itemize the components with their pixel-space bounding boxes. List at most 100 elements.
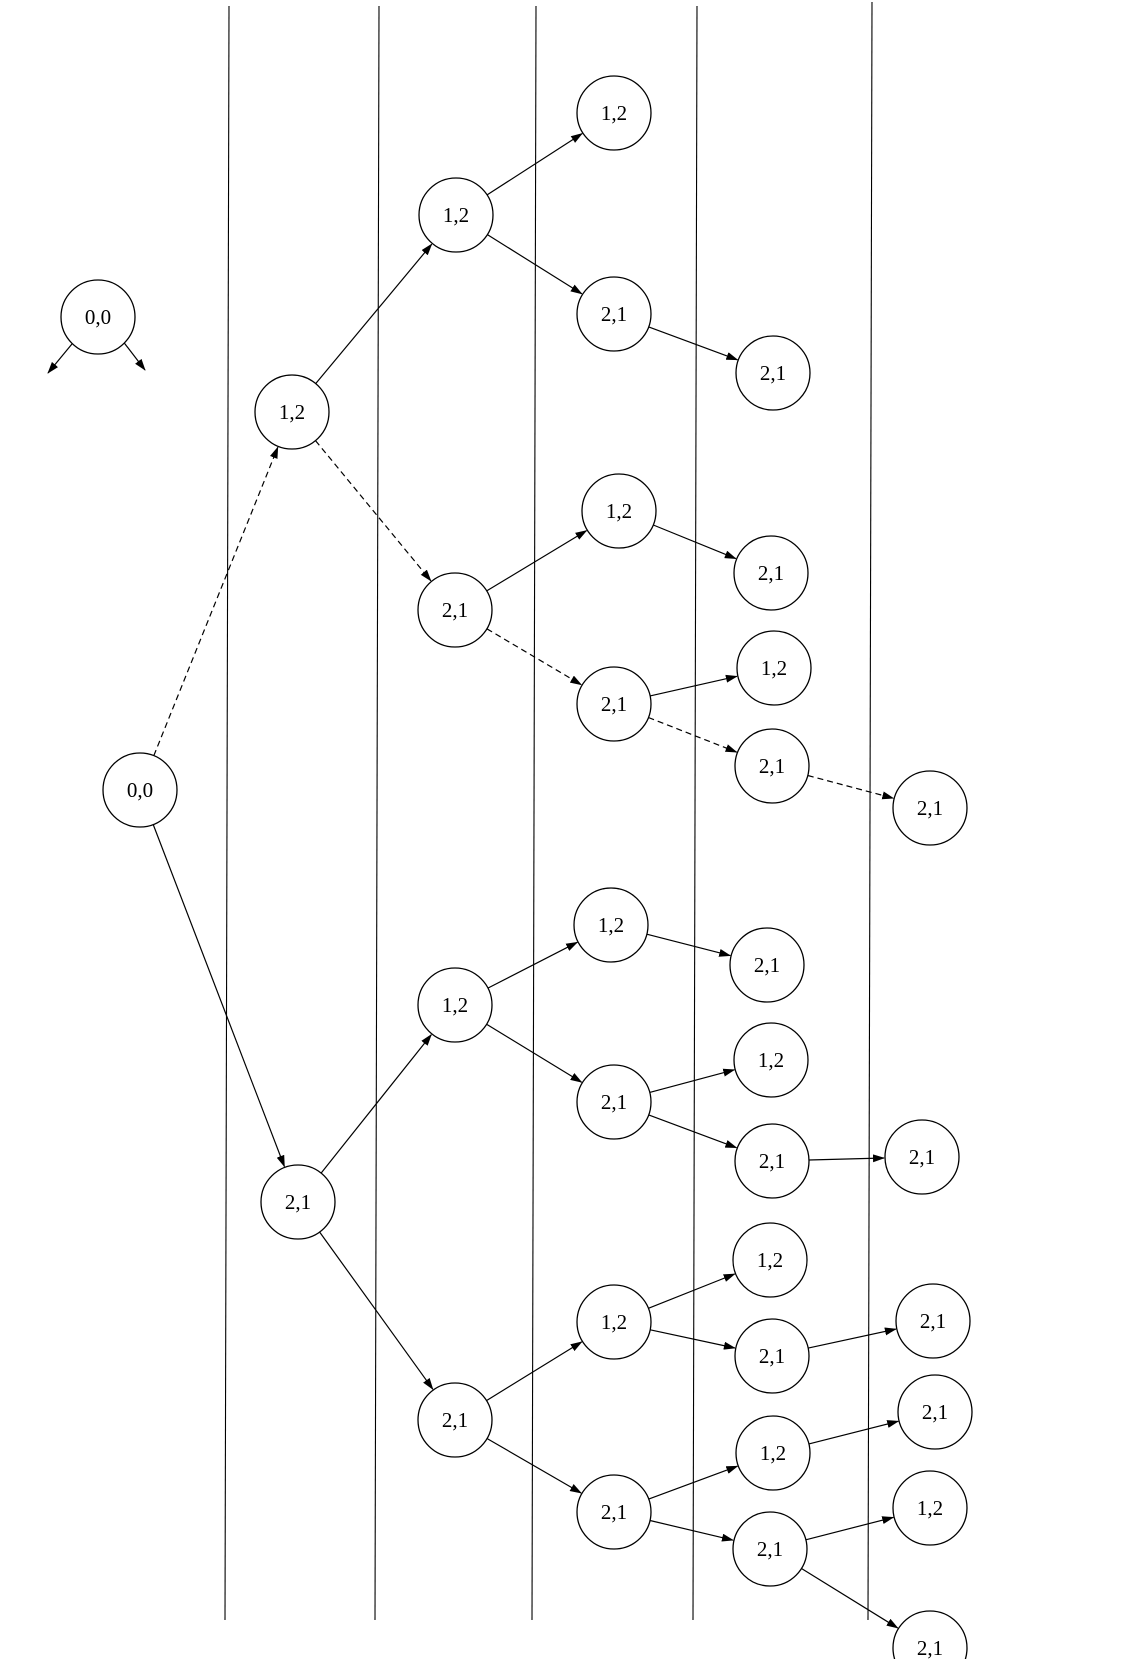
tree-node-a1: 1,2 bbox=[418, 177, 494, 253]
node-circle bbox=[733, 535, 809, 611]
column-divider-2 bbox=[374, 5, 380, 1621]
tree-node-b1b2x: 2,1 bbox=[884, 1119, 960, 1195]
node-label: 2,1 bbox=[757, 1537, 783, 1561]
edge-b1-to-b1a bbox=[487, 941, 579, 989]
tree-node-b1b1: 1,2 bbox=[733, 1022, 809, 1098]
node-label: 1,2 bbox=[598, 913, 624, 937]
node-label: 1,2 bbox=[760, 1441, 786, 1465]
edge-a-to-a2 bbox=[315, 440, 432, 582]
node-circle bbox=[576, 75, 652, 151]
node-circle bbox=[892, 1470, 968, 1546]
tree-node-a2a: 1,2 bbox=[581, 473, 657, 549]
node-label: 2,1 bbox=[442, 1408, 468, 1432]
node-circle bbox=[573, 887, 649, 963]
node-circle bbox=[576, 1474, 652, 1550]
node-circle bbox=[60, 279, 136, 355]
tree-node-a2b1: 1,2 bbox=[736, 630, 812, 706]
node-label: 2,1 bbox=[442, 598, 468, 622]
edge-root-to-a bbox=[153, 446, 279, 756]
tree-node-b2b1: 1,2 bbox=[735, 1415, 811, 1491]
edge-b2-to-b2a bbox=[486, 1341, 583, 1402]
edge-b2-to-b2b bbox=[486, 1437, 582, 1494]
edge-b2b-to-b2b1 bbox=[648, 1465, 739, 1500]
node-label: 2,1 bbox=[920, 1309, 946, 1333]
node-circle bbox=[734, 1123, 810, 1199]
node-label: 1,2 bbox=[601, 1310, 627, 1334]
tree-node-a2b2x: 2,1 bbox=[892, 770, 968, 846]
column-divider-3 bbox=[531, 5, 537, 1621]
tree-node-b2b2x1: 1,2 bbox=[892, 1470, 968, 1546]
edge-root-to-b bbox=[152, 824, 285, 1168]
edge-b-to-b2 bbox=[319, 1231, 434, 1391]
node-label: 1,2 bbox=[601, 101, 627, 125]
tree-node-b1b2: 2,1 bbox=[734, 1123, 810, 1199]
node-label: 2,1 bbox=[601, 1500, 627, 1524]
node-label: 2,1 bbox=[758, 561, 784, 585]
edge-b1a-to-b1a1 bbox=[646, 933, 732, 957]
node-circle bbox=[734, 728, 810, 804]
edge-b2b1-to-b2b1x bbox=[808, 1420, 900, 1445]
node-circle bbox=[102, 752, 178, 828]
edge-b2a-to-b2a1 bbox=[648, 1273, 736, 1309]
edge-a2-to-a2a bbox=[486, 530, 588, 592]
tree-node-a: 1,2 bbox=[254, 374, 330, 450]
node-label: 2,1 bbox=[760, 361, 786, 385]
edge-a2b-to-a2b1 bbox=[649, 674, 738, 697]
node-circle bbox=[884, 1119, 960, 1195]
node-label: 0,0 bbox=[127, 778, 153, 802]
node-circle bbox=[892, 770, 968, 846]
node-label: 2,1 bbox=[922, 1400, 948, 1424]
edge-b1b-to-b1b2 bbox=[648, 1114, 738, 1149]
edge-a2b2-to-a2b2x bbox=[807, 774, 895, 800]
edge-a1-to-a1b bbox=[487, 234, 583, 295]
edge-b1b-to-b1b1 bbox=[649, 1068, 736, 1093]
node-circle bbox=[254, 374, 330, 450]
tree-node-b2b: 2,1 bbox=[576, 1474, 652, 1550]
edge-b2b2-to-b2b2x2 bbox=[801, 1567, 899, 1629]
node-circle bbox=[576, 276, 652, 352]
tree-node-b2a: 1,2 bbox=[576, 1284, 652, 1360]
edge-b2a2-to-b2a2x bbox=[808, 1327, 897, 1349]
tree-node-b1b: 2,1 bbox=[576, 1064, 652, 1140]
tree-node-root: 0,0 bbox=[102, 752, 178, 828]
tree-node-b2b2: 2,1 bbox=[732, 1511, 808, 1587]
node-label: 1,2 bbox=[443, 203, 469, 227]
node-circle bbox=[897, 1374, 973, 1450]
node-label: 2,1 bbox=[917, 1636, 943, 1659]
tree-node-b1: 1,2 bbox=[417, 967, 493, 1043]
node-circle bbox=[418, 177, 494, 253]
edge-b1b2-to-b1b2x bbox=[808, 1154, 885, 1163]
node-circle bbox=[732, 1511, 808, 1587]
edge-b2b-to-b2b2 bbox=[649, 1519, 734, 1542]
node-circle bbox=[581, 473, 657, 549]
node-circle bbox=[417, 572, 493, 648]
node-label: 1,2 bbox=[917, 1496, 943, 1520]
node-label: 1,2 bbox=[758, 1048, 784, 1072]
tree-node-b1a1: 2,1 bbox=[729, 927, 805, 1003]
node-circle bbox=[417, 1382, 493, 1458]
tree-node-b2b2x2: 2,1 bbox=[892, 1610, 968, 1659]
node-label: 1,2 bbox=[279, 400, 305, 424]
edge-a2a-to-a2a1 bbox=[653, 524, 737, 560]
node-circle bbox=[417, 967, 493, 1043]
tree-node-b2: 2,1 bbox=[417, 1382, 493, 1458]
tree-node-b2a1: 1,2 bbox=[732, 1222, 808, 1298]
node-label: 2,1 bbox=[759, 754, 785, 778]
tree-edges bbox=[152, 133, 900, 1629]
edge-b-to-b1 bbox=[320, 1033, 432, 1174]
tree-node-b: 2,1 bbox=[260, 1164, 336, 1240]
node-circle bbox=[733, 1022, 809, 1098]
node-label: 2,1 bbox=[754, 953, 780, 977]
node-circle bbox=[735, 1415, 811, 1491]
tree-node-b2b1x: 2,1 bbox=[897, 1374, 973, 1450]
node-label: 1,2 bbox=[761, 656, 787, 680]
edge-b2b2-to-b2b2x1 bbox=[805, 1516, 895, 1541]
tree-nodes: 0,00,01,22,11,22,11,22,11,22,11,22,11,22… bbox=[60, 75, 973, 1659]
node-circle bbox=[576, 1284, 652, 1360]
node-circle bbox=[736, 630, 812, 706]
node-label: 2,1 bbox=[917, 796, 943, 820]
node-circle bbox=[732, 1222, 808, 1298]
tree-node-a1b1: 2,1 bbox=[735, 335, 811, 411]
column-divider-5 bbox=[867, 1, 873, 1621]
